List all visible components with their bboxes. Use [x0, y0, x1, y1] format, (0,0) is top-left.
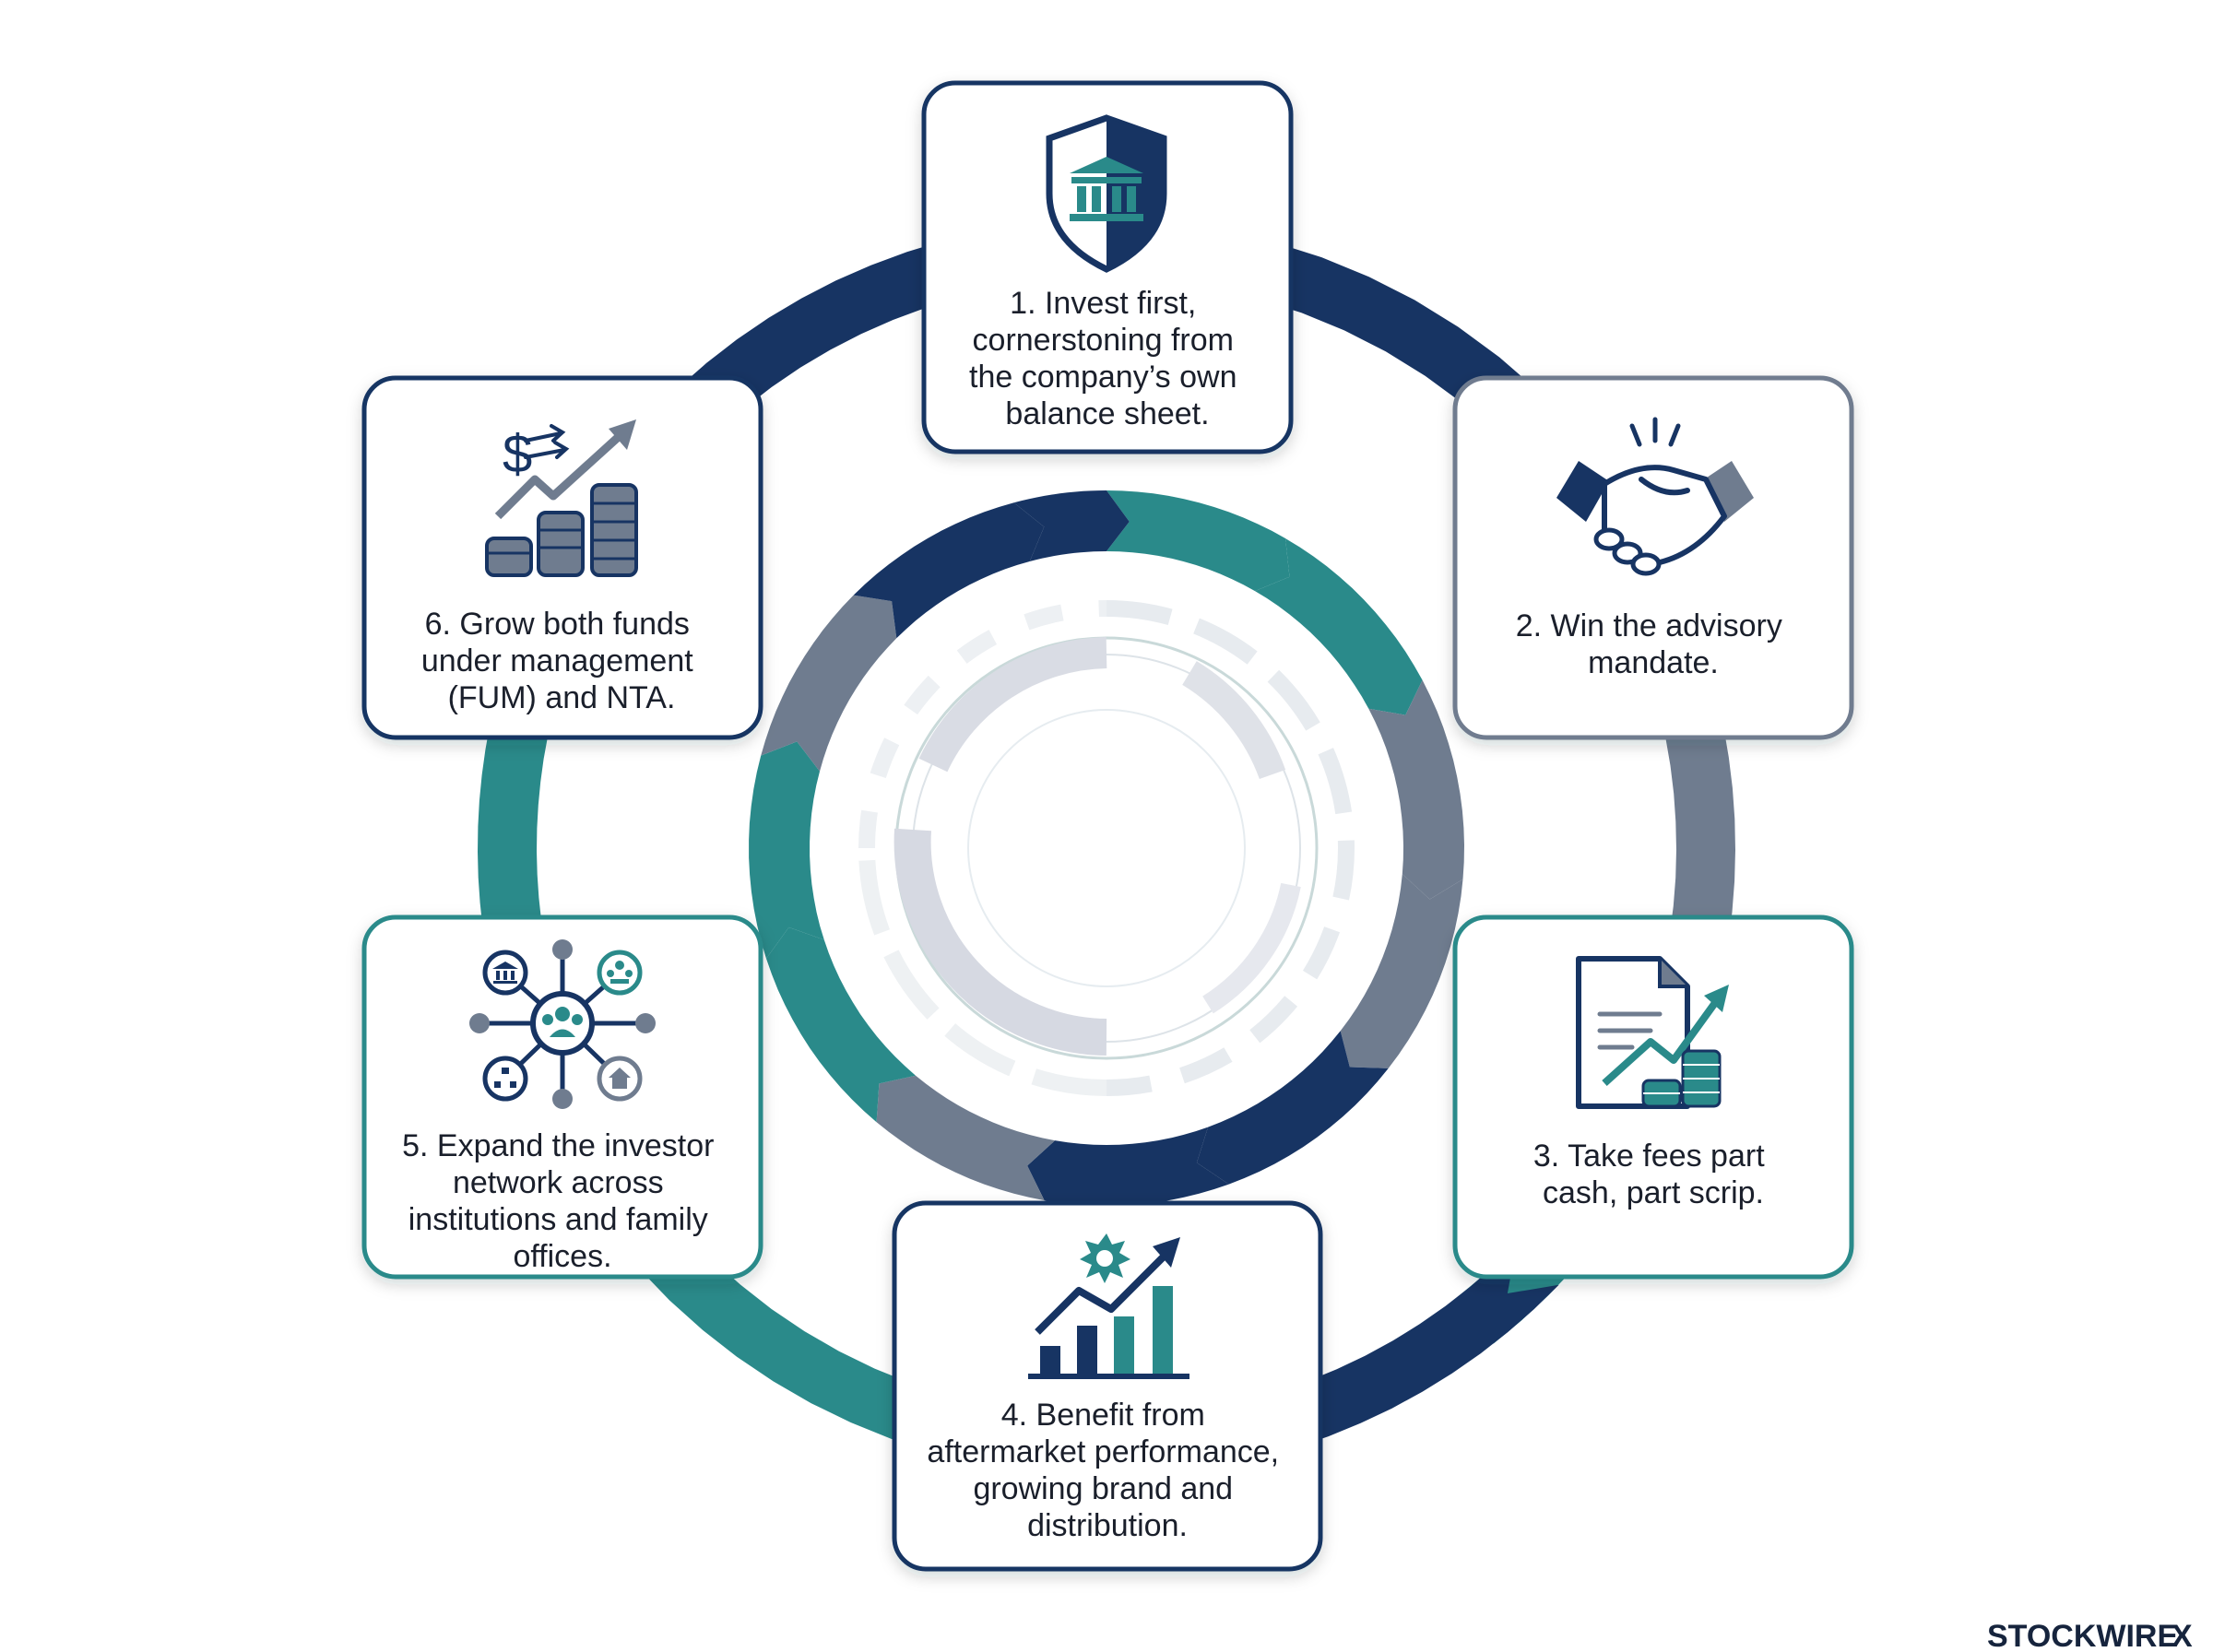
step-card-3: 3. Take fees part cash, part scrip.: [1452, 914, 1854, 1280]
shield-bank-icon: [1046, 114, 1167, 273]
inner-ring-segment-4: [1340, 874, 1463, 1068]
step-card-2: 2. Win the advisory mandate.: [1452, 375, 1854, 740]
step-5-text: 5. Expand the investor network across in…: [402, 1128, 723, 1274]
inner-ring-segment-1: [1106, 490, 1290, 592]
dollar-growth-coins-icon: $: [485, 419, 638, 577]
step-card-1: 1. Invest first, cornerstoning from the …: [921, 80, 1294, 454]
step-4-text: 4. Benefit from aftermarket performance,…: [927, 1398, 1287, 1543]
step-card-5: 5. Expand the investor network across in…: [361, 914, 763, 1280]
svg-text:$: $: [503, 424, 532, 484]
step-3-text: 3. Take fees part cash, part scrip.: [1533, 1139, 1773, 1210]
inner-ring-segment-8: [766, 926, 916, 1123]
inner-ring-segment-9: [749, 741, 824, 959]
brand-name: STOCKWIRE: [1987, 1619, 2178, 1652]
handshake-icon: [1556, 417, 1754, 576]
inner-ring-segment-6: [1027, 1127, 1229, 1206]
inner-cycle-ring: [749, 490, 1464, 1206]
investor-network-icon: [469, 939, 656, 1109]
inner-ring-segment-3: [1368, 679, 1464, 900]
inner-ring-segment-12: [1013, 490, 1130, 561]
inner-ring-segment-5: [1196, 1031, 1389, 1185]
bar-chart-growth-icon: [1028, 1233, 1189, 1379]
step-6-text: 6. Grow both funds under management (FUM…: [421, 607, 702, 715]
center-hub: [858, 599, 1355, 1097]
inner-ring-segment-2: [1255, 538, 1423, 715]
step-card-4: 4. Benefit from aftermarket performance,…: [892, 1200, 1323, 1572]
step-1-text: 1. Invest first, cornerstoning from the …: [969, 286, 1246, 431]
inner-ring-segment-10: [761, 595, 897, 772]
document-growth-coins-icon: [1576, 956, 1729, 1109]
step-2-text: 2. Win the advisory mandate.: [1516, 608, 1792, 680]
brand-mark: X: [2172, 1619, 2193, 1652]
inner-ring-segment-7: [876, 1075, 1056, 1201]
brand-logo: STOCKWIRE X: [1987, 1619, 2193, 1652]
step-card-6: $: [361, 375, 763, 740]
inner-ring-segment-11: [853, 502, 1045, 639]
